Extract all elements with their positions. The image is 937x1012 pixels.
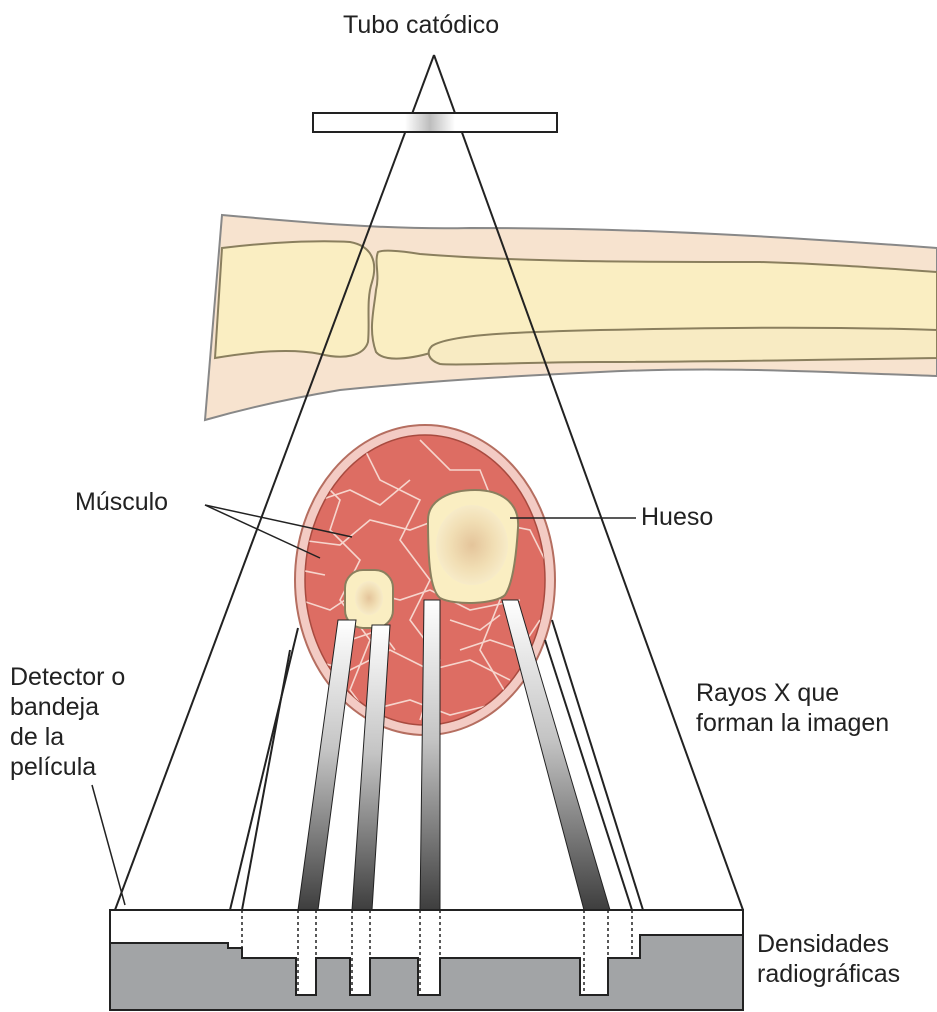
detector-label-line: bandeja [10,692,125,722]
limb-side-view [205,215,937,420]
small-bone-section [345,570,393,628]
upper-bone [215,241,374,358]
detector-label-line: película [10,752,125,782]
muscle-label: Músculo [75,487,168,517]
densities-label-line: radiográficas [757,959,900,989]
xrays-label: Rayos X que forman la imagen [696,678,889,738]
tube-label: Tubo catódico [343,10,499,40]
densities-label: Densidades radiográficas [757,929,900,989]
detector-label-line: de la [10,722,125,752]
detector-tray [110,910,743,1010]
collimator [313,113,557,132]
large-bone-section [428,490,518,603]
densities-label-line: Densidades [757,929,900,959]
forearm-bone-lower [429,328,937,365]
detector-label-line: Detector o [10,662,125,692]
detector-label: Detector o bandeja de la película [10,662,125,782]
xrays-label-line: Rayos X que [696,678,889,708]
bone-label: Hueso [641,502,713,532]
xrays-label-line: forman la imagen [696,708,889,738]
